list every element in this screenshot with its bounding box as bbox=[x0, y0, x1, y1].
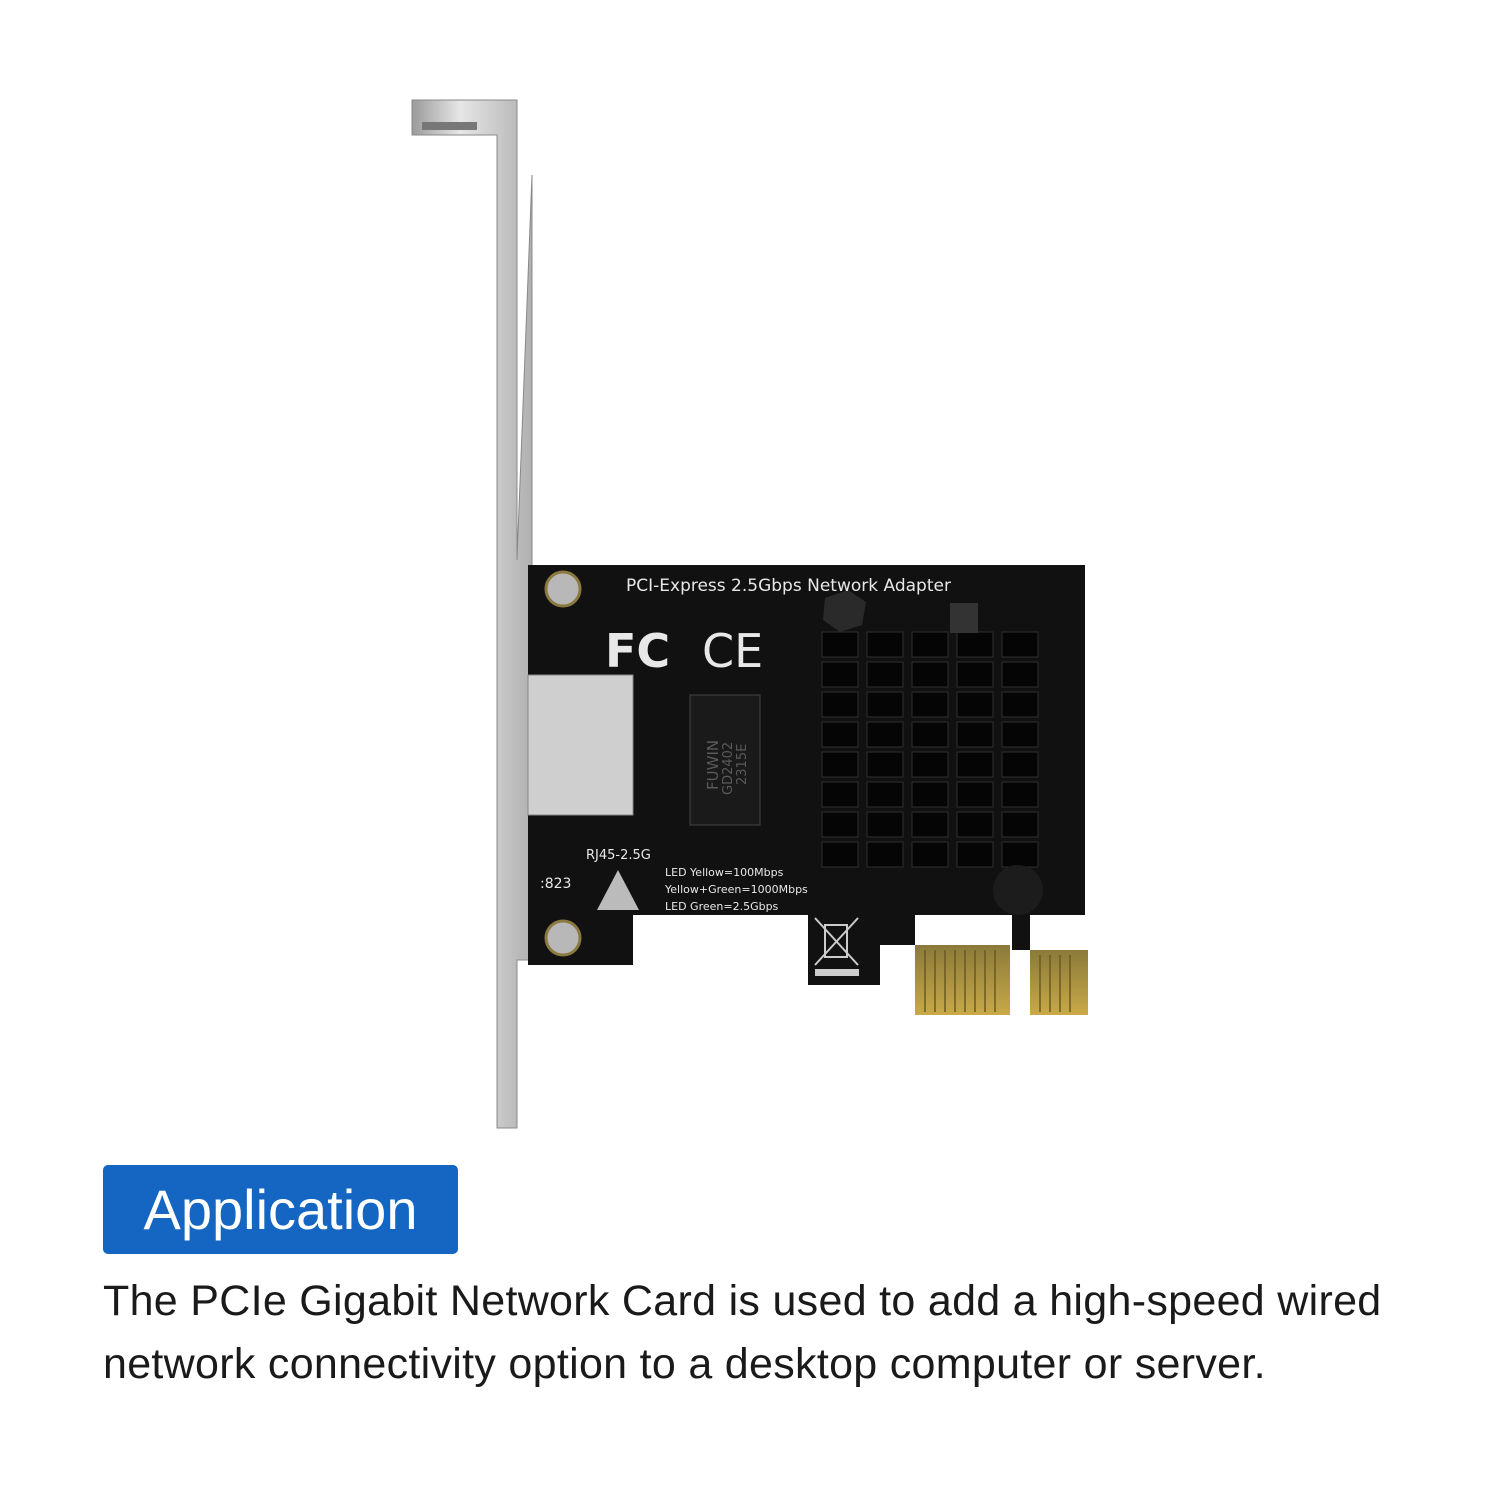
heatsink-fin bbox=[956, 781, 994, 808]
heatsink-fin bbox=[911, 631, 949, 658]
fcc-logo: FC bbox=[605, 624, 670, 678]
ce-logo: CE bbox=[702, 624, 763, 678]
network-card-photo: FUWIN GD2402 2315E PCI-Express 2.5Gbps N… bbox=[411, 99, 1088, 1129]
heatsink-fin bbox=[866, 631, 904, 658]
weee-icon bbox=[814, 917, 859, 976]
screw-bottom bbox=[544, 919, 582, 957]
heatsink-fin bbox=[821, 631, 859, 658]
heatsink-fin bbox=[956, 691, 994, 718]
esd-warning-icon bbox=[597, 870, 639, 910]
heatsink-fin bbox=[956, 631, 994, 658]
pcie-fingers bbox=[915, 945, 1010, 1015]
heatsink-fin bbox=[956, 841, 994, 868]
heatsink-fin bbox=[821, 751, 859, 778]
heatsink-fin bbox=[866, 691, 904, 718]
heatsink-fin bbox=[821, 691, 859, 718]
heatsink-fin bbox=[911, 661, 949, 688]
heatsink-fin bbox=[821, 721, 859, 748]
heatsink-fin bbox=[821, 811, 859, 838]
pcb-board: FUWIN GD2402 2315E PCI-Express 2.5Gbps N… bbox=[527, 565, 1088, 1015]
heatsink-fin bbox=[956, 721, 994, 748]
heatsink-fin bbox=[821, 781, 859, 808]
chip-brand: FUWIN bbox=[704, 740, 722, 790]
rj45-port bbox=[527, 674, 634, 816]
heatsink bbox=[821, 631, 1039, 868]
heatsink-fin bbox=[1001, 631, 1039, 658]
led-legend-3: LED Green=2.5Gbps bbox=[665, 900, 779, 913]
heatsink-fin bbox=[911, 781, 949, 808]
application-description: The PCIe Gigabit Network Card is used to… bbox=[103, 1277, 1382, 1388]
heatsink-fin bbox=[1001, 841, 1039, 868]
chip-date-code: 2315E bbox=[735, 744, 750, 785]
port-label: RJ45-2.5G bbox=[586, 848, 651, 863]
heatsink-fin bbox=[911, 721, 949, 748]
heatsink-fin bbox=[1001, 691, 1039, 718]
pcb-title: PCI-Express 2.5Gbps Network Adapter bbox=[626, 576, 951, 596]
heatsink-fin bbox=[866, 661, 904, 688]
heatsink-fin bbox=[866, 841, 904, 868]
heatsink-fin bbox=[956, 811, 994, 838]
heatsink-fin bbox=[1001, 721, 1039, 748]
heatsink-fin bbox=[911, 691, 949, 718]
network-chip bbox=[689, 694, 761, 826]
heatsink-fin bbox=[821, 661, 859, 688]
board-code: :823 bbox=[540, 876, 571, 892]
heatsink-fin bbox=[956, 661, 994, 688]
heatsink-fin bbox=[956, 751, 994, 778]
screw-top bbox=[544, 570, 582, 608]
heatsink-fin bbox=[1001, 661, 1039, 688]
heatsink-fin bbox=[1001, 781, 1039, 808]
heatsink-fin bbox=[1001, 751, 1039, 778]
application-badge: Application bbox=[103, 1165, 458, 1254]
heatsink-fin bbox=[866, 721, 904, 748]
heatsink-fin bbox=[911, 841, 949, 868]
heatsink-fin bbox=[1001, 811, 1039, 838]
heatsink-fin bbox=[866, 781, 904, 808]
heatsink-fin bbox=[911, 751, 949, 778]
heatsink-fin bbox=[866, 811, 904, 838]
heatsink-fin bbox=[911, 811, 949, 838]
heatsink-fin bbox=[821, 841, 859, 868]
led-legend-1: LED Yellow=100Mbps bbox=[665, 866, 784, 879]
led-legend-2: Yellow+Green=1000Mbps bbox=[664, 883, 808, 896]
metal-bracket bbox=[411, 99, 533, 1129]
heatsink-fin bbox=[866, 751, 904, 778]
chip-model: GD2402 bbox=[721, 742, 736, 795]
